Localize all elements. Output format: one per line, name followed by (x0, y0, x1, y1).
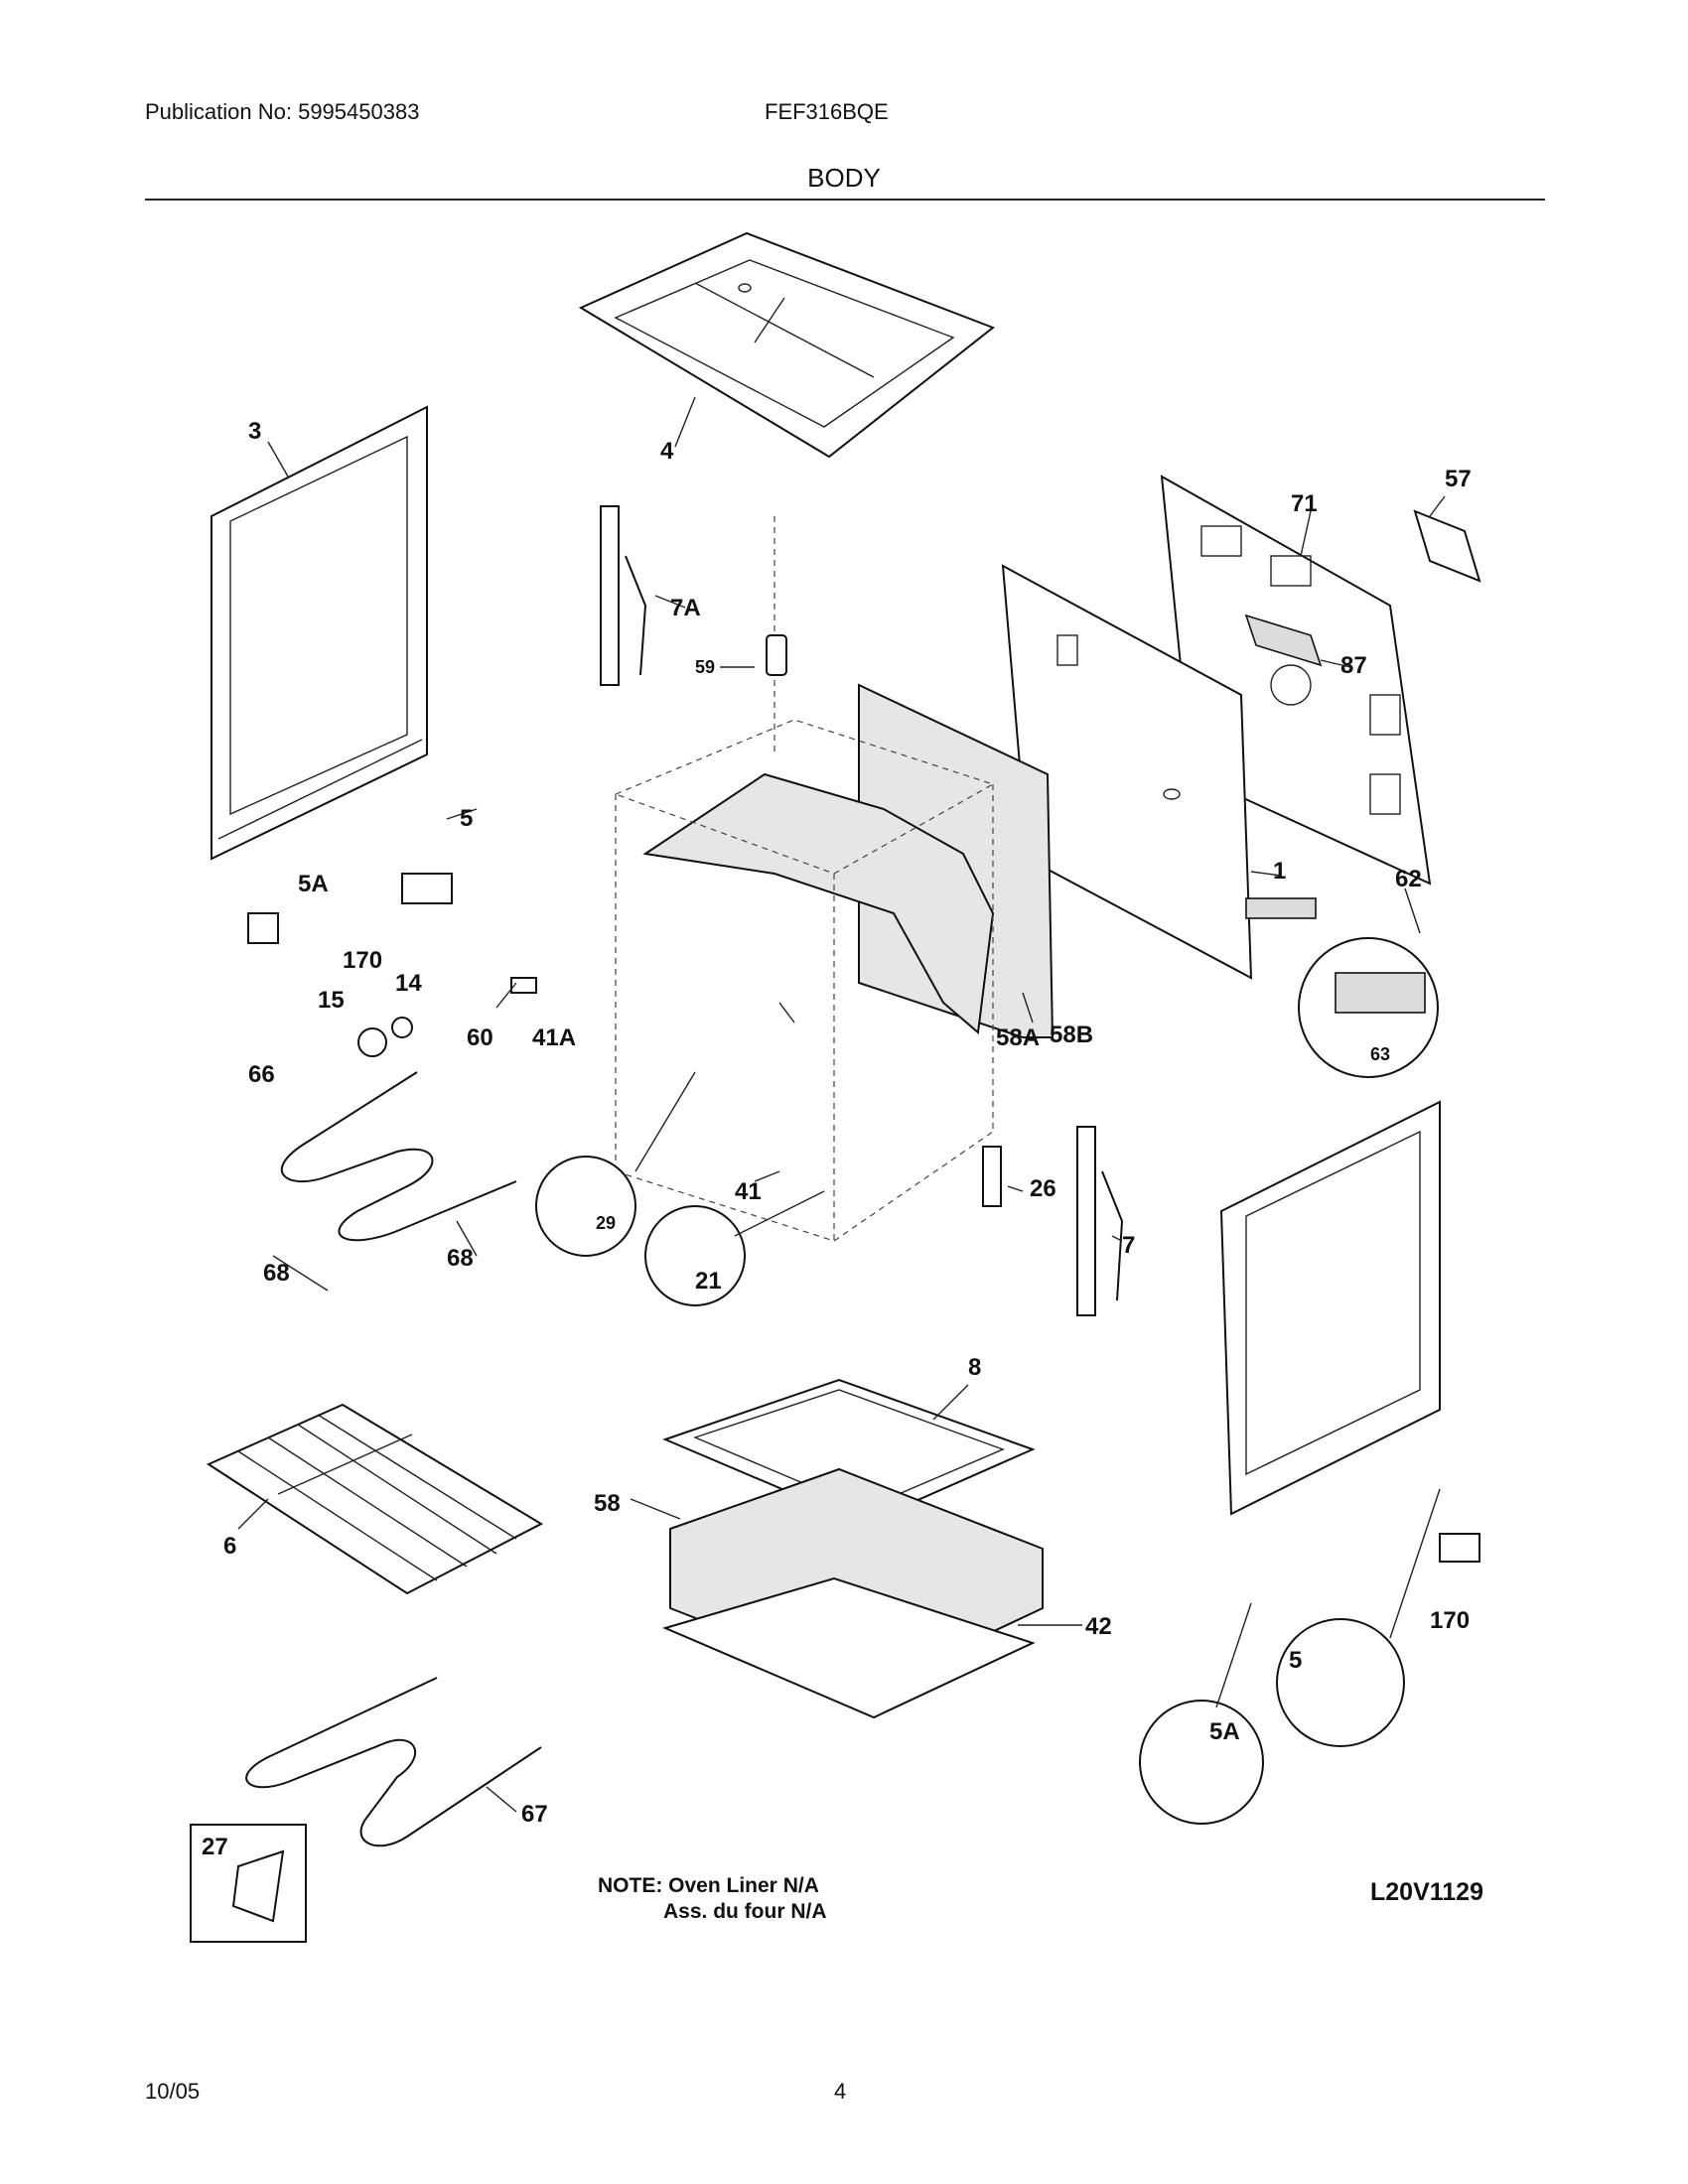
leader-lines (237, 396, 1446, 1813)
callout-41a: 41A (532, 1024, 576, 1051)
part-26-bracket (982, 1146, 1002, 1207)
part-15-light-bulb (357, 1027, 387, 1057)
callout-5-right: 5 (1289, 1647, 1302, 1674)
callout-6: 6 (223, 1533, 236, 1560)
callout-68-left: 68 (263, 1260, 290, 1287)
part-87-plate (1244, 614, 1323, 667)
callout-27: 27 (202, 1834, 228, 1860)
model-number: FEF316BQE (765, 99, 889, 124)
part-170-bracket (401, 873, 453, 904)
part-62-terminal-detail (1245, 897, 1439, 1078)
callout-62: 62 (1395, 866, 1422, 892)
part-60-clip (510, 977, 537, 994)
part-5-detail-circle (1276, 1618, 1405, 1747)
part-7a-hinge (600, 505, 647, 686)
part-21-detail-circle (644, 1205, 746, 1306)
callout-3: 3 (248, 418, 261, 445)
callout-71: 71 (1291, 490, 1318, 517)
callout-1: 1 (1273, 858, 1286, 885)
callout-8: 8 (968, 1354, 981, 1381)
part-3-side-panel-left (211, 405, 428, 861)
part-42-bottom-tray (662, 1576, 1036, 1719)
callout-63: 63 (1370, 1044, 1390, 1064)
callout-59: 59 (695, 657, 715, 677)
callout-41: 41 (735, 1178, 762, 1205)
part-5a-detail-circle (1139, 1700, 1264, 1825)
note-line-2: Ass. du four N/A (663, 1900, 827, 1923)
oven-cavity (614, 516, 995, 1242)
callout-4: 4 (660, 438, 674, 465)
callout-87: 87 (1340, 652, 1367, 679)
callout-170: 170 (343, 947, 382, 974)
callout-66: 66 (248, 1061, 275, 1088)
callout-21: 21 (695, 1268, 722, 1295)
part-59-stud (766, 634, 787, 676)
callout-58a: 58A (996, 1024, 1040, 1051)
part-5a-hinge-receptacle (247, 912, 279, 944)
callout-58b: 58B (1050, 1022, 1093, 1048)
publication-number: Publication No: 5995450383 (145, 99, 420, 124)
part-66-bake-element (281, 1071, 517, 1242)
callout-5a-right: 5A (1209, 1718, 1240, 1745)
diagram-code: L20V1129 (1370, 1878, 1483, 1906)
footer-date: 10/05 (145, 2079, 201, 2104)
part-7-hinge (1076, 1126, 1124, 1316)
callout-57: 57 (1445, 466, 1472, 492)
callout-42: 42 (1085, 1613, 1112, 1640)
callout-29: 29 (596, 1213, 616, 1233)
part-58a-insulation (642, 772, 995, 1034)
callout-58: 58 (594, 1490, 621, 1517)
callout-7: 7 (1122, 1232, 1135, 1259)
callout-7a: 7A (670, 595, 701, 621)
callout-170-right: 170 (1430, 1607, 1470, 1634)
callout-60: 60 (467, 1024, 493, 1051)
page-number: 4 (834, 2079, 847, 2104)
part-67-broil-element (245, 1677, 542, 1847)
part-170-bracket-right (1439, 1533, 1480, 1563)
note-line-1: NOTE: Oven Liner N/A (598, 1874, 819, 1897)
callout-5: 5 (460, 805, 473, 832)
part-29-detail-circle (535, 1156, 636, 1257)
part-27-box (190, 1824, 307, 1943)
callout-26: 26 (1030, 1175, 1056, 1202)
part-57-label (1413, 509, 1481, 583)
callout-15: 15 (318, 987, 345, 1014)
callout-14: 14 (395, 970, 422, 997)
callout-67: 67 (521, 1801, 548, 1828)
header-rule (145, 199, 1545, 201)
part-14-socket (391, 1017, 413, 1038)
section-title: BODY (807, 163, 881, 193)
part-6-oven-rack (206, 1403, 544, 1595)
part-4-top-panel (578, 231, 996, 459)
callout-5a: 5A (298, 871, 329, 897)
callout-68-right: 68 (447, 1245, 474, 1272)
side-panel-right (1219, 1100, 1441, 1516)
